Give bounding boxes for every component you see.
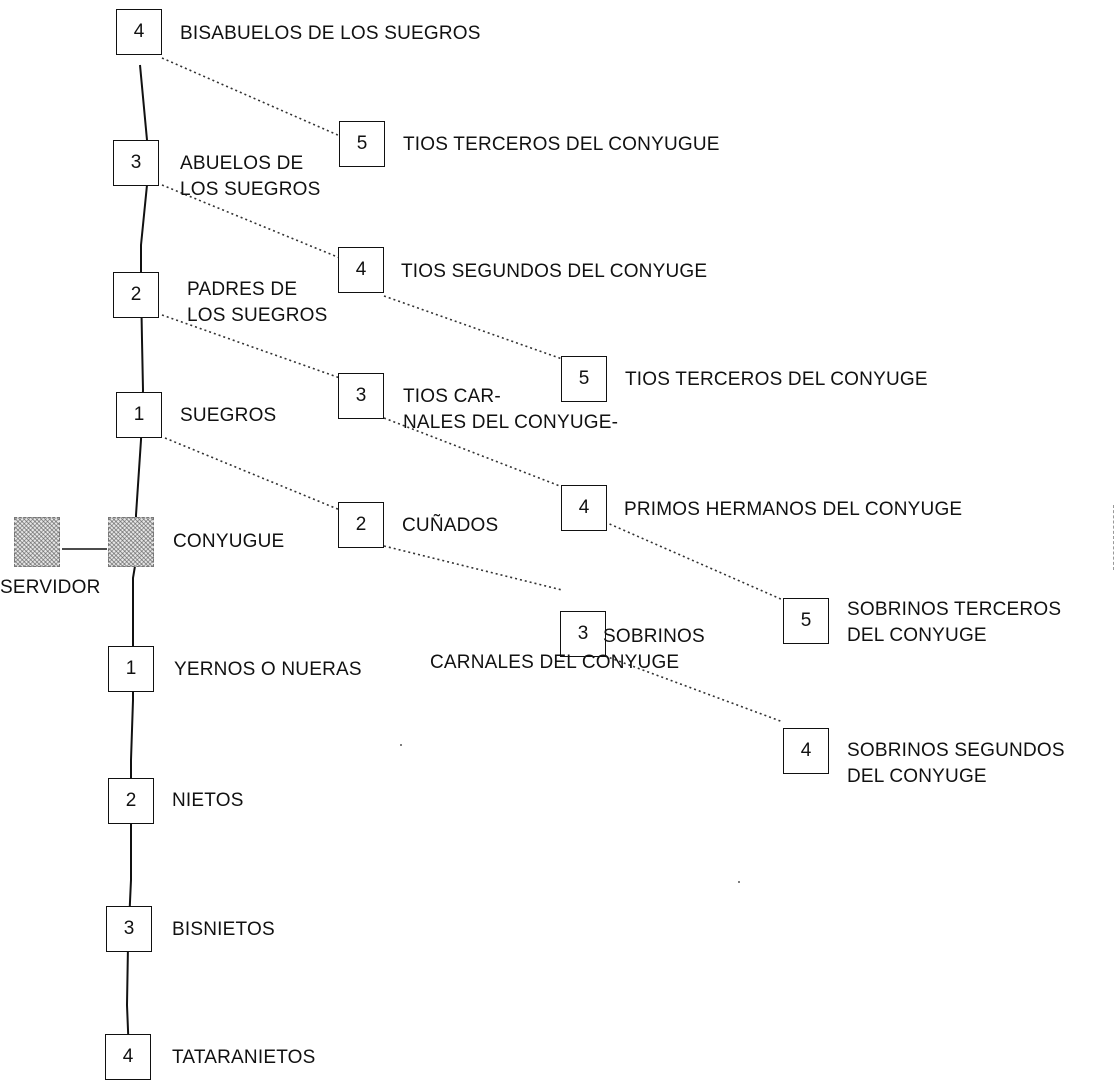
label-sobrinos-terceros: SOBRINOS TERCEROS DEL CONYUGE [847, 599, 1062, 646]
node-tios-segundos: 4 [338, 247, 384, 293]
node-primos-hermanos: 4 [561, 485, 607, 531]
label-tios-segundos: TIOS SEGUNDOS DEL CONYUGE [401, 261, 708, 282]
conyugue-icon [108, 517, 154, 567]
conyugue-label: CONYUGUE [173, 531, 285, 552]
label-yernos-nueras: YERNOS O NUERAS [174, 659, 362, 680]
label-abuelos-suegros: ABUELOS DE LOS SUEGROS [180, 153, 321, 200]
servidor-label: SERVIDOR [0, 577, 101, 598]
label-bisabuelos-suegros: BISABUELOS DE LOS SUEGROS [180, 23, 481, 44]
label-suegros: SUEGROS [180, 405, 277, 426]
branch-line [161, 57, 341, 137]
edge-fragment [1113, 505, 1119, 570]
node-cunados: 2 [338, 502, 384, 548]
node-padres-suegros: 2 [113, 272, 159, 318]
node-sobrinos-terceros: 5 [783, 598, 829, 644]
node-nietos: 2 [108, 778, 154, 824]
label-nietos: NIETOS [172, 790, 244, 811]
branch-line [383, 417, 566, 489]
node-tios-carnales: 3 [338, 373, 384, 419]
branch-line [161, 314, 341, 379]
label-padres-suegros: PADRES DE LOS SUEGROS [187, 279, 328, 326]
branch-line [604, 521, 784, 601]
label-bisnietos: BISNIETOS [172, 919, 275, 940]
branch-line [383, 295, 566, 361]
node-tataranietos: 4 [105, 1034, 151, 1080]
label-tios-carnales: TIOS CAR- NALES DEL CONYUGE- [403, 386, 619, 433]
node-suegros: 1 [116, 392, 162, 438]
node-bisnietos: 3 [106, 906, 152, 952]
branch-line [164, 437, 341, 511]
label-cunados: CUÑADOS [402, 515, 499, 536]
node-tios-terceros-1: 5 [339, 121, 385, 167]
branch-line [604, 655, 784, 723]
speck [738, 881, 740, 883]
node-sobrinos: 3 [560, 611, 606, 657]
label-tios-terceros-1: TIOS TERCEROS DEL CONYUGUE [403, 134, 720, 155]
node-sobrinos-segundos: 4 [783, 728, 829, 774]
speck [400, 744, 402, 746]
label-primos-hermanos: PRIMOS HERMANOS DEL CONYUGE [624, 499, 963, 520]
label-tios-terceros-2: TIOS TERCEROS DEL CONYUGE [625, 369, 928, 390]
servidor-icon [14, 517, 60, 567]
node-abuelos-suegros: 3 [113, 140, 159, 186]
label-tataranietos: TATARANIETOS [172, 1047, 316, 1068]
label-sobrinos-carnales: CARNALES DEL CONYUGE [430, 652, 680, 673]
label-sobrinos: SOBRINOS [603, 626, 705, 647]
node-tios-terceros-2: 5 [561, 356, 607, 402]
branch-line [161, 184, 341, 259]
label-sobrinos-segundos: SOBRINOS SEGUNDOS DEL CONYUGE [847, 740, 1065, 787]
node-bisabuelos-suegros: 4 [116, 9, 162, 55]
branch-line [383, 545, 563, 591]
node-yernos-nueras: 1 [108, 646, 154, 692]
